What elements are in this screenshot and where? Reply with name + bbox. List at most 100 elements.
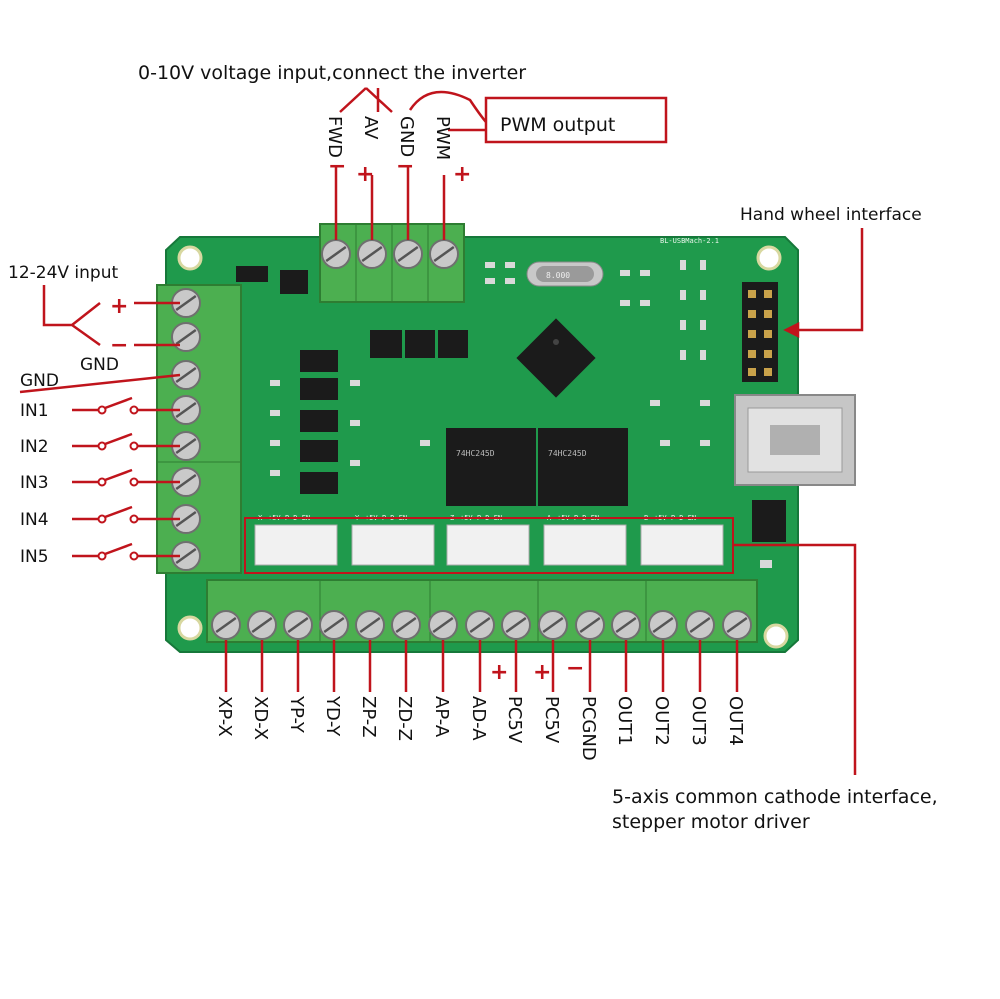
- bottom-pin-label: YP-Y: [286, 695, 307, 734]
- board-model-text: BL-USBMach-2.1: [660, 237, 719, 245]
- optocoupler-array: [300, 350, 338, 494]
- screw-icon: [501, 610, 531, 640]
- top-pin-labels: FWD AV GND PWM: [324, 116, 453, 160]
- connector-lines: [19, 87, 864, 775]
- screw-icon: [283, 610, 313, 640]
- axis-connector-y: [351, 524, 435, 566]
- left-pin-label: IN2: [20, 437, 49, 457]
- label-five-axis-1: 5-axis common cathode interface,: [612, 786, 938, 808]
- screw-icon: [171, 395, 201, 425]
- mounting-hole-icon: [763, 623, 789, 649]
- label-power-input: 12-24V input: [8, 263, 118, 283]
- usb-port-icon: [734, 394, 856, 486]
- top-pin-label: PWM: [432, 116, 453, 160]
- screw-icon: [357, 239, 387, 269]
- top-pin-label: AV: [360, 116, 381, 140]
- left-pin-label: IN3: [20, 473, 49, 493]
- bottom-pin-label: ZP-Z: [358, 696, 379, 738]
- sign-pcgnd-minus: −: [566, 656, 584, 681]
- left-pin-label: IN1: [20, 401, 49, 421]
- screw-icon: [648, 610, 678, 640]
- bottom-pin-label: XD-X: [250, 696, 271, 740]
- label-pwm-output: PWM output: [500, 114, 615, 136]
- screw-icon: [171, 504, 201, 534]
- soic-chip: [370, 330, 402, 358]
- bottom-pin-label: PCGND: [578, 696, 599, 761]
- bottom-pin-label: OUT4: [725, 696, 746, 746]
- driver-chip-2-text: 74HC245D: [548, 449, 587, 458]
- bottom-pin-label: PC5V: [541, 696, 562, 744]
- axis-connector-x: [254, 524, 338, 566]
- screw-icon: [611, 610, 641, 640]
- bottom-pin-label: OUT3: [688, 696, 709, 746]
- screw-icon: [171, 431, 201, 461]
- label-hand-wheel: Hand wheel interface: [740, 205, 922, 225]
- bottom-pin-label: OUT2: [651, 696, 672, 746]
- regulator-chip: [280, 270, 308, 294]
- sign-pc5v-plus: +: [490, 660, 508, 685]
- screw-icon: [171, 541, 201, 571]
- bottom-pin-label: ZD-Z: [394, 696, 415, 741]
- screw-icon: [321, 239, 351, 269]
- regulator-chip: [752, 500, 786, 542]
- top-pin-label: GND: [396, 116, 417, 157]
- terminal-screws: [171, 239, 752, 640]
- screw-icon: [538, 610, 568, 640]
- left-terminal-block: [156, 284, 242, 574]
- label-power-gnd: GND: [80, 355, 119, 375]
- pcb-board: BL-USBMach-2.1 8.000 74HC245D 74HC245D: [165, 236, 856, 653]
- axis-connector-a: [543, 524, 627, 566]
- screw-icon: [428, 610, 458, 640]
- left-pin-label: GND: [20, 371, 59, 391]
- power-switch: [236, 266, 268, 282]
- bottom-pin-label: OUT1: [614, 696, 635, 746]
- sign-pc5v2-plus: +: [533, 660, 551, 685]
- screw-icon: [391, 610, 421, 640]
- bottom-pin-label: AD-A: [468, 696, 489, 741]
- axis-connector-b: [640, 524, 724, 566]
- mounting-hole-icon: [177, 245, 203, 271]
- screw-icon: [429, 239, 459, 269]
- screw-icon: [575, 610, 605, 640]
- crystal-oscillator: 8.000: [526, 261, 604, 287]
- left-pin-label: IN4: [20, 510, 49, 530]
- crystal-text: 8.000: [546, 271, 570, 280]
- sign-av-plus: +: [356, 162, 374, 187]
- screw-icon: [211, 610, 241, 640]
- mcu-chip: [516, 318, 596, 398]
- sign-gnd-minus: −: [396, 154, 414, 179]
- mounting-hole-icon: [177, 615, 203, 641]
- soic-chip: [405, 330, 435, 358]
- soic-chip: [438, 330, 468, 358]
- left-pin-label: IN5: [20, 547, 49, 567]
- driver-chip-1-text: 74HC245D: [456, 449, 495, 458]
- sign-pwm-plus: +: [453, 162, 471, 187]
- axis-connector-row: X Y Z A B +5V P D EN +5V P D EN +5V P D …: [254, 514, 724, 566]
- bottom-pin-label: XP-X: [214, 696, 235, 737]
- sign-fwd-minus: −: [328, 154, 346, 179]
- screw-icon: [247, 610, 277, 640]
- bottom-pin-label: PC5V: [504, 696, 525, 744]
- label-voltage-input: 0-10V voltage input,connect the inverter: [138, 62, 526, 84]
- top-pin-label: FWD: [324, 116, 345, 158]
- screw-icon: [319, 610, 349, 640]
- hand-wheel-header: [742, 282, 778, 382]
- screw-icon: [685, 610, 715, 640]
- screw-icon: [465, 610, 495, 640]
- screw-icon: [171, 467, 201, 497]
- mounting-hole-icon: [756, 245, 782, 271]
- bottom-pin-label: AP-A: [431, 696, 452, 738]
- screw-icon: [355, 610, 385, 640]
- screw-icon: [171, 322, 201, 352]
- sign-power-minus: −: [110, 333, 128, 358]
- screw-icon: [393, 239, 423, 269]
- smd-components: [270, 260, 772, 568]
- axis-connector-z: [446, 524, 530, 566]
- label-five-axis-2: stepper motor driver: [612, 811, 810, 833]
- screw-icon: [722, 610, 752, 640]
- driver-chip-2: 74HC245D: [538, 428, 628, 506]
- sign-power-plus: +: [110, 294, 128, 319]
